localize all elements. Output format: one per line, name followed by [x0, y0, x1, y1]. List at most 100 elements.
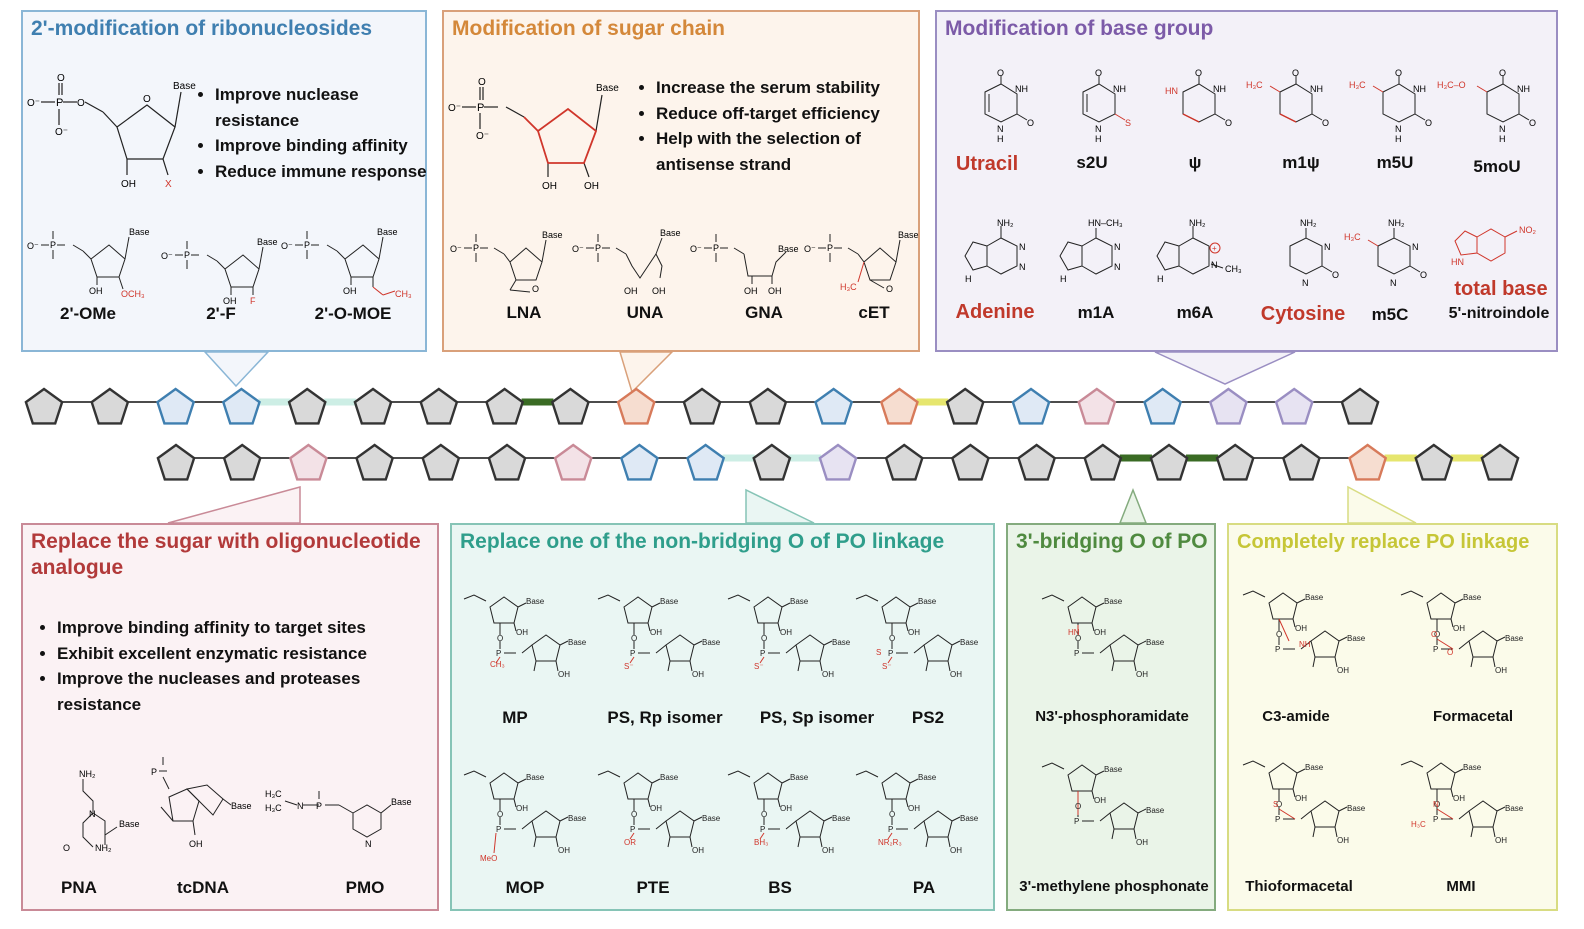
p-label: P [760, 649, 765, 658]
oh-label: OH [1136, 838, 1148, 847]
sugar-pentagon [90, 387, 130, 425]
sugar-pentagon [1215, 443, 1255, 481]
p-label: P [1433, 645, 1438, 654]
base-label: Base [660, 597, 679, 606]
sugar-pentagon [1083, 443, 1123, 481]
sugar-pentagon [950, 443, 990, 481]
sugar-pentagon [221, 387, 261, 425]
o-label: O [63, 843, 70, 853]
label-mp: MP [502, 708, 528, 727]
o-minus-label: O⁻ [55, 127, 68, 138]
base-label: Base [1505, 804, 1524, 813]
base-label: Base [778, 244, 799, 254]
pointer-replace-sugar [167, 486, 301, 524]
sugar-x-structure: O⁻ P O O⁻ O O Base OH X [27, 73, 196, 190]
base-label: Base [1146, 806, 1165, 815]
meo-label: MeO [480, 854, 497, 863]
lna-structure: O⁻ P Base O [450, 230, 563, 294]
base-label: Base [918, 597, 937, 606]
label-5mou: 5moU [1473, 157, 1521, 176]
h3c-label: H₃C [1349, 80, 1366, 90]
oh-label: OH [650, 628, 662, 637]
m1a-structure: HN–CH₃ N N H [1059, 218, 1123, 284]
och3-label: OCH₃ [121, 289, 145, 299]
nh-label: NH [1517, 84, 1530, 94]
label-psi: ψ [1188, 153, 1202, 172]
o-label: O [1276, 800, 1282, 809]
sugar-pentagon [485, 387, 525, 425]
sugar-pentagon [1274, 387, 1314, 425]
5mou-structure: O H₃C–O NH O N H [1437, 68, 1536, 144]
oh-label: OH [223, 296, 237, 306]
p-label: P [888, 649, 893, 658]
oh-label: OH [542, 181, 557, 192]
oh-label: OH [1495, 666, 1507, 675]
oh-label: OH [744, 286, 758, 296]
h-label: H [1157, 274, 1164, 284]
oh-label: OH [692, 846, 704, 855]
n-label: N [89, 809, 96, 819]
oh-label: OH [692, 670, 704, 679]
or-label: OR [624, 838, 636, 847]
base-label: Base [377, 227, 398, 237]
label-s2u: s2U [1076, 153, 1108, 172]
strand-top [24, 387, 1380, 425]
sugar-bullets: Increase the serum stability Reduce off-… [634, 75, 926, 177]
oh-label: OH [950, 846, 962, 855]
base-label: Base [898, 230, 919, 240]
nh2-label: NH₂ [1189, 218, 1206, 228]
panel-title: Replace the sugar with oligonucleotide a… [31, 530, 421, 579]
o-label: O [1225, 118, 1232, 128]
o-label: O [1322, 118, 1329, 128]
bh3-label: BH₃ [754, 838, 768, 847]
nr2r3-label: NR₂R₃ [878, 838, 902, 847]
p-label: P [50, 240, 56, 250]
oh-label: OH [121, 179, 136, 190]
p-label: P [1433, 815, 1438, 824]
n-label: N [1019, 242, 1026, 252]
o-minus-label: O⁻ [27, 98, 40, 109]
label-mop: MOP [505, 878, 545, 897]
panel-ribonucleosides: 2'-modification of ribonucleosides O⁻ P … [21, 10, 427, 352]
sugar-pentagon [879, 387, 919, 425]
label-cytosine: Cytosine [1260, 303, 1346, 325]
base-label: Base [702, 638, 721, 647]
o-label: O [761, 634, 767, 643]
n-label: N [1395, 124, 1402, 134]
label-m5c: m5C [1371, 305, 1409, 324]
label-pmo: PMO [345, 878, 385, 897]
nh-label: NH [1310, 84, 1323, 94]
label-2-ome: 2'-OMe [60, 304, 116, 323]
label-pna: PNA [61, 878, 97, 897]
oh-label: OH [1094, 796, 1106, 805]
base-label: Base [257, 237, 278, 247]
label-thioformacetal: Thioformacetal [1245, 878, 1353, 895]
ome-structure: O⁻ P Base OH OCH₃ [27, 227, 150, 299]
n-label: N [1324, 242, 1331, 252]
oh-label: OH [558, 846, 570, 855]
n-label: N [1114, 262, 1121, 272]
h3c-label: H₃C [265, 803, 282, 813]
f-label: F [250, 296, 256, 306]
hn-label: HN [1451, 257, 1464, 267]
label-c3-amide: C3-amide [1262, 708, 1330, 725]
bullet: Improve binding affinity [215, 133, 445, 159]
label-mmi: MMI [1446, 878, 1476, 895]
label-m6a: m6A [1176, 303, 1214, 322]
n-label: N [1412, 242, 1419, 252]
panel-nonbridging-o: Replace one of the non-bridging O of PO … [450, 523, 995, 911]
n-label: N [1499, 124, 1506, 134]
sugar-pentagon [550, 387, 590, 425]
o-minus-label: O⁻ [572, 244, 584, 254]
s-label: S [1273, 800, 1278, 809]
p-label: P [595, 243, 601, 253]
h-label: H [1499, 134, 1506, 144]
o-label: O [1075, 802, 1081, 811]
o-label: O [1027, 118, 1034, 128]
p-label: P [184, 250, 190, 260]
